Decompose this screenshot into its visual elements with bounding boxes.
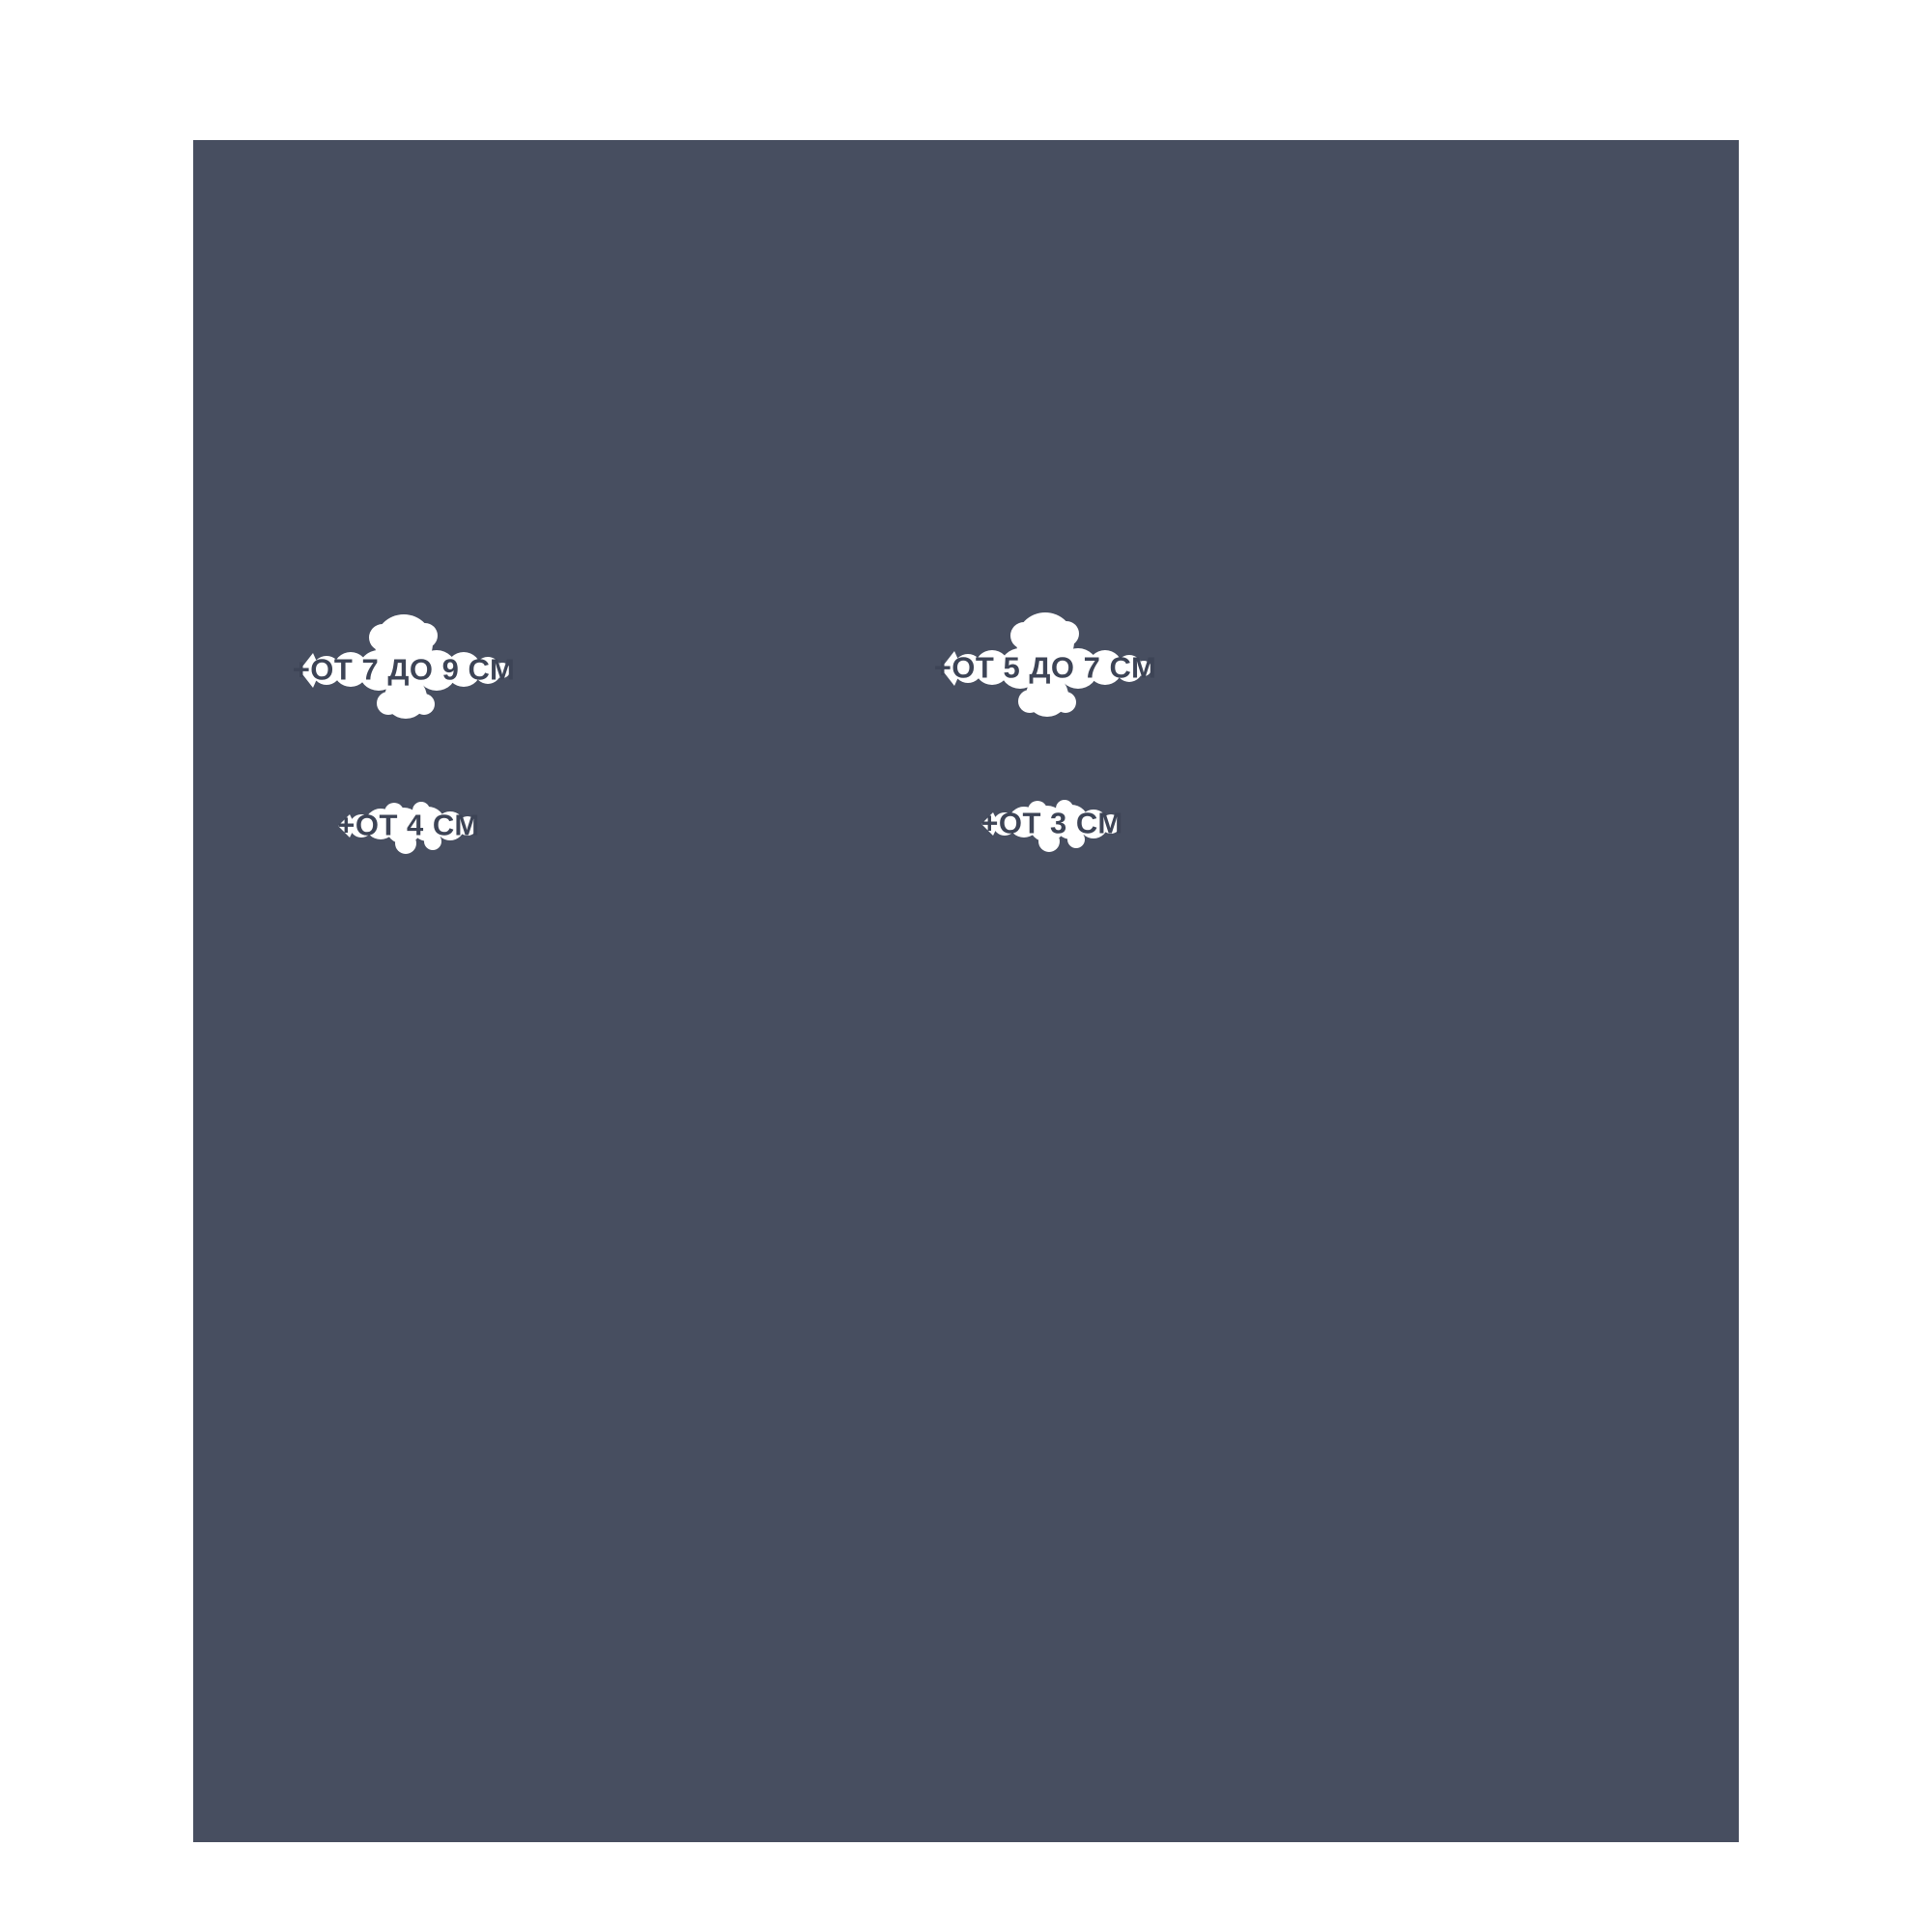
splat-shape-icon: [981, 800, 1121, 852]
callout-label: +ОТ 4 СМ: [337, 808, 480, 842]
splat-shape-icon: [338, 802, 477, 854]
dark-background-panel: [193, 140, 1739, 1842]
callout-label: +ОТ 7 ДО 9 СМ: [292, 652, 516, 687]
callout-height-5-7: +ОТ 5 ДО 7 СМ: [934, 612, 1156, 724]
callout-label: +ОТ 3 СМ: [980, 806, 1123, 840]
callout-label: +ОТ 5 ДО 7 СМ: [933, 650, 1157, 685]
callout-height-3: +ОТ 3 СМ: [980, 789, 1124, 859]
callout-height-7-9: +ОТ 7 ДО 9 СМ: [293, 614, 515, 726]
callout-height-4: +ОТ 4 СМ: [336, 791, 481, 861]
splat-shape-icon: [941, 612, 1151, 717]
splat-shape-icon: [299, 614, 510, 719]
